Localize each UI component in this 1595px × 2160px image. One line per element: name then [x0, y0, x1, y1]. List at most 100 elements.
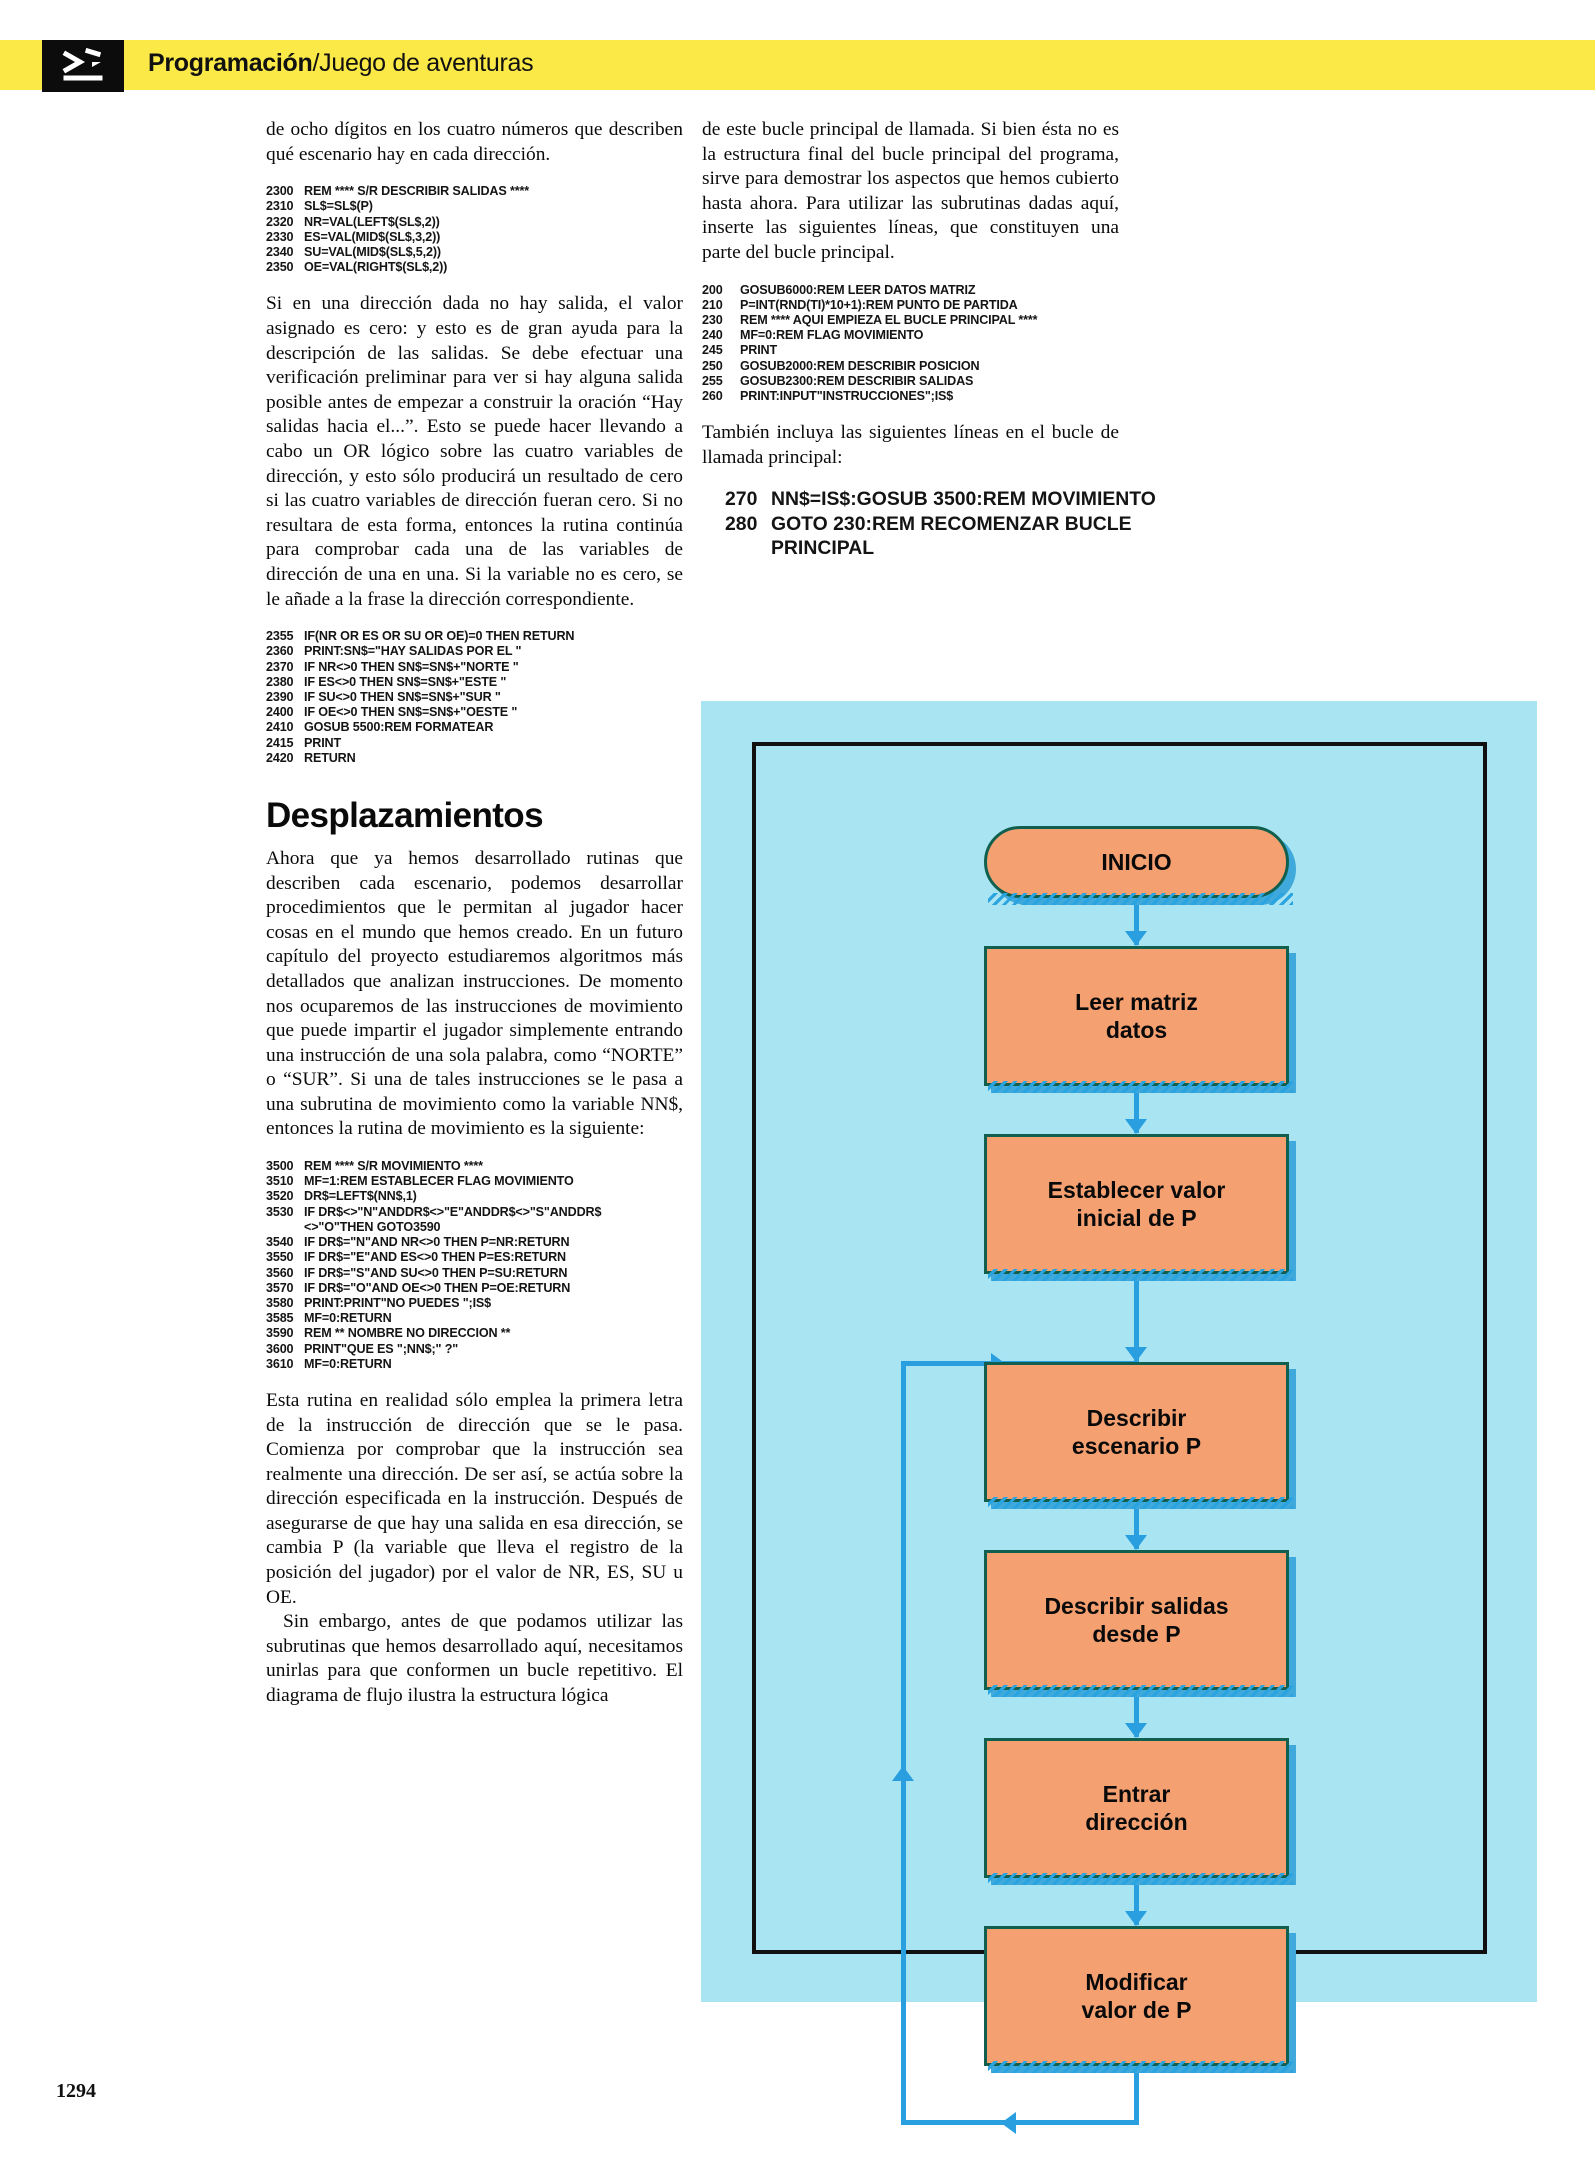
code-line-number: 230 — [702, 312, 723, 327]
code-line: 2390 IF SU<>0 THEN SN$=SN$+"SUR " — [266, 690, 683, 705]
code-line-text: DR$=LEFT$(NN$,1) — [304, 1189, 417, 1204]
code-line-text: RETURN — [304, 750, 356, 765]
code-line: 3580 PRINT:PRINT"NO PUEDES ";IS$ — [266, 1296, 683, 1311]
code-line-number: 2330 — [266, 229, 294, 244]
left-text-column: de ocho dígitos en los cuatro números qu… — [266, 118, 683, 1709]
code-line-text: IF DR$="E"AND ES<>0 THEN P=ES:RETURN — [304, 1250, 566, 1265]
code-line-text: MF=1:REM ESTABLECER FLAG MOVIMIENTO — [304, 1174, 574, 1189]
paragraph: Ahora que ya hemos desarrollado rutinas … — [266, 847, 683, 1140]
flow-connector — [1134, 1877, 1139, 1925]
code-line-number: 255 — [702, 373, 723, 388]
code-line-number: 3585 — [266, 1311, 294, 1326]
code-line-number: 3590 — [266, 1326, 294, 1341]
code-line-number: 2300 — [266, 184, 294, 199]
code-line: PRINCIPAL — [725, 536, 1119, 560]
flow-node-shadow — [988, 1497, 1293, 1509]
code-line-number: 2350 — [266, 260, 294, 275]
code-line-text: REM ** NOMBRE NO DIRECCION ** — [304, 1326, 511, 1341]
code-line-text: IF DR$="O"AND OE<>0 THEN P=OE:RETURN — [304, 1280, 571, 1295]
code-line-number: 3570 — [266, 1280, 294, 1295]
page-number: 1294 — [56, 2080, 96, 2102]
code-line-text: MF=0:RETURN — [304, 1356, 392, 1371]
code-line-number: 2355 — [266, 629, 294, 644]
code-line-text: ES=VAL(MID$(SL$,3,2)) — [304, 229, 441, 244]
code-line-number: 3600 — [266, 1341, 294, 1356]
code-line-number: 2390 — [266, 689, 294, 704]
section-heading: Desplazamientos — [266, 795, 544, 835]
flow-arrowhead-down-icon — [1125, 931, 1147, 946]
code-line-text: P=INT(RND(TI)*10+1):REM PUNTO DE PARTIDA — [740, 297, 1018, 312]
paragraph: Sin embargo, antes de que podamos utiliz… — [266, 1611, 683, 1707]
code-line-text: REM **** S/R MOVIMIENTO **** — [304, 1159, 483, 1174]
paragraph: de ocho dígitos en los cuatro números qu… — [266, 119, 683, 165]
code-line-text: GOSUB2300:REM DESCRIBIR SALIDAS — [740, 373, 974, 388]
code-line-number: 270 — [725, 488, 758, 511]
code-line-number: 2360 — [266, 644, 294, 659]
code-line-number: 2415 — [266, 735, 294, 750]
code-line: 3600 PRINT"QUE ES ";NN$;" ?" — [266, 1342, 683, 1357]
flow-arrowhead-down-icon — [1125, 1535, 1147, 1550]
flow-node-shadow — [988, 1269, 1293, 1281]
code-line-number: 2400 — [266, 705, 294, 720]
code-line-number: 260 — [702, 388, 723, 403]
flow-arrowhead-down-icon — [1125, 1911, 1147, 1926]
flow-arrowhead-down-icon — [1125, 1723, 1147, 1738]
page-title: Programación/Juego de aventuras — [148, 49, 534, 78]
code-line-text: SU=VAL(MID$(SL$,5,2)) — [304, 245, 441, 259]
flow-node-shadow — [988, 1873, 1293, 1885]
code-line-text: SL$=SL$(P) — [304, 199, 373, 214]
flow-connector — [1134, 1501, 1139, 1549]
flow-loop-connector — [1134, 2065, 1139, 2125]
code-line-number: 2320 — [266, 214, 294, 229]
flow-node-shadow — [988, 1081, 1293, 1093]
code-line-text: PRINT"QUE ES ";NN$;" ?" — [304, 1341, 459, 1356]
code-line-number: 3580 — [266, 1295, 294, 1310]
paragraph: Esta rutina en realidad sólo emplea la p… — [266, 1389, 683, 1608]
code-line-text: PRINT — [740, 343, 778, 358]
code-line: 2310 SL$=SL$(P) — [266, 199, 683, 214]
flow-arrowhead-up-icon — [892, 1766, 914, 1781]
code-line-text: IF SU<>0 THEN SN$=SN$+"SUR " — [304, 689, 501, 704]
flow-node-shadow — [988, 893, 1293, 905]
code-line: 3590 REM ** NOMBRE NO DIRECCION ** — [266, 1326, 683, 1341]
code-line-number: 2420 — [266, 750, 294, 765]
code-line-number: 3530 — [266, 1204, 294, 1219]
code-line-text: MF=0:REM FLAG MOVIMIENTO — [740, 328, 924, 343]
code-line-text: IF(NR OR ES OR SU OR OE)=0 THEN RETURN — [304, 629, 575, 644]
paragraph: Si en una dirección dada no hay salida, … — [266, 293, 683, 610]
code-line-text: GOSUB6000:REM LEER DATOS MATRIZ — [740, 282, 976, 297]
flow-connector — [1134, 1085, 1139, 1133]
code-line: 2355 IF(NR OR ES OR SU OR OE)=0 THEN RETU… — [266, 629, 683, 644]
code-line-number: 2310 — [266, 199, 294, 214]
code-line-number: 3500 — [266, 1159, 294, 1174]
code-line-text: PRINT:PRINT"NO PUEDES ";IS$ — [304, 1295, 492, 1310]
